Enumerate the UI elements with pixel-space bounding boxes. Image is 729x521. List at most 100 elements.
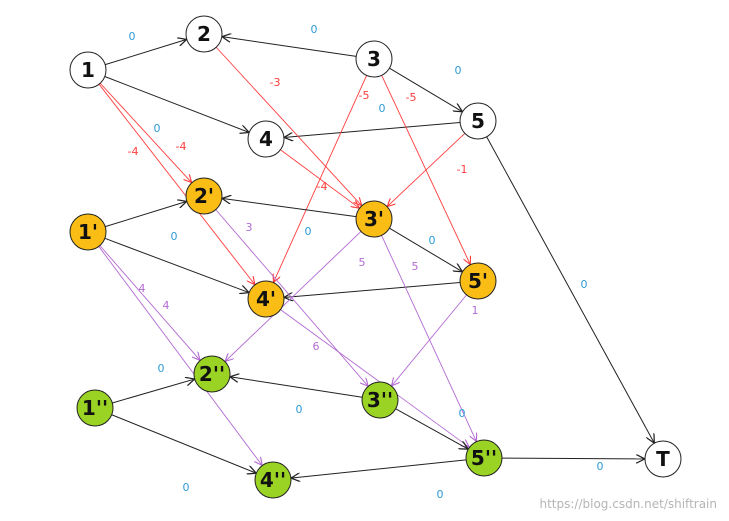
node-circle-g2 bbox=[193, 355, 231, 393]
edge-label-y1-g4: 4 bbox=[163, 299, 170, 312]
edge-w1-w2 bbox=[105, 40, 186, 66]
edge-y1-y4 bbox=[104, 237, 248, 292]
node-label-g1: 1'' bbox=[82, 396, 108, 420]
edge-label-w1-y2: -4 bbox=[128, 145, 139, 158]
edge-g5-t bbox=[501, 458, 644, 459]
node-circle-g3 bbox=[361, 381, 399, 419]
edge-label-y1-y4: 0 bbox=[171, 230, 178, 243]
node-label-y3: 3' bbox=[364, 207, 384, 231]
edge-y1-g4 bbox=[98, 246, 262, 464]
node-label-w4: 4 bbox=[259, 127, 273, 151]
edge-label-w2-y3: -3 bbox=[270, 76, 281, 89]
node-label-w2: 2 bbox=[197, 22, 211, 46]
node-g2: 2'' bbox=[193, 355, 231, 393]
edge-y5-y4 bbox=[285, 282, 461, 298]
node-circle-w3 bbox=[355, 40, 393, 78]
node-y1: 1' bbox=[69, 213, 107, 251]
edge-label-y3-y2: 0 bbox=[305, 225, 312, 238]
edge-y1-g2 bbox=[99, 245, 200, 360]
edge-label-w3-w5: 0 bbox=[455, 64, 462, 77]
node-y4: 4' bbox=[247, 280, 285, 318]
edge-w2-y3 bbox=[215, 46, 361, 205]
edge-y3-g5 bbox=[381, 235, 477, 440]
node-w3: 3 bbox=[355, 40, 393, 78]
node-circle-g4 bbox=[254, 461, 292, 499]
node-label-y1: 1' bbox=[78, 220, 98, 244]
edge-label-y4-g5: 6 bbox=[313, 340, 320, 353]
edge-w1-w4 bbox=[104, 76, 249, 133]
edges-layer bbox=[98, 37, 654, 478]
node-circle-t bbox=[644, 440, 682, 478]
edge-w3-w5 bbox=[389, 67, 461, 111]
edge-label-w1-w4: 0 bbox=[154, 122, 161, 135]
edge-label-y2-g3: 3 bbox=[246, 221, 253, 234]
node-label-w3: 3 bbox=[367, 47, 381, 71]
node-label-g2: 2'' bbox=[199, 362, 225, 386]
node-circle-g1 bbox=[76, 389, 114, 427]
edge-y5-g3 bbox=[392, 294, 467, 385]
edge-w3-y5 bbox=[381, 75, 470, 263]
nodes-layer: 1 2 3 4 5 1' 2' 3' 4' 5' 1'' 2'' 3'' 4'' 5'' T bbox=[69, 15, 682, 499]
edge-w1-y2 bbox=[99, 82, 191, 182]
node-circle-w4 bbox=[247, 120, 285, 158]
edge-label-w1-w2: 0 bbox=[129, 30, 136, 43]
edge-g1-g4 bbox=[111, 414, 256, 473]
node-label-w5: 5 bbox=[471, 109, 485, 133]
node-label-g4: 4'' bbox=[260, 468, 286, 492]
edge-label-g1-g2: 0 bbox=[158, 362, 165, 375]
node-circle-y4 bbox=[247, 280, 285, 318]
node-circle-y1 bbox=[69, 213, 107, 251]
node-t: T bbox=[644, 440, 682, 478]
edge-y1-y2 bbox=[105, 202, 186, 228]
edge-w1-y4 bbox=[98, 83, 254, 284]
node-w4: 4 bbox=[247, 120, 285, 158]
edge-g3-g5 bbox=[395, 408, 468, 449]
edge-g3-g2 bbox=[231, 377, 363, 398]
node-w1: 1 bbox=[69, 51, 107, 89]
node-circle-y3 bbox=[355, 200, 393, 238]
node-circle-y5 bbox=[459, 262, 497, 300]
edge-label-w4-y3: -4 bbox=[317, 180, 328, 193]
node-y3: 3' bbox=[355, 200, 393, 238]
node-circle-w1 bbox=[69, 51, 107, 89]
node-label-y2: 2' bbox=[194, 184, 214, 208]
edge-y3-y5 bbox=[389, 227, 461, 271]
watermark-text: https://blog.csdn.net/shiftrain bbox=[539, 497, 718, 511]
edge-label-y3-g5: 5 bbox=[412, 260, 419, 273]
edge-w3-y4 bbox=[274, 75, 368, 281]
edge-w5-y3 bbox=[388, 133, 466, 206]
node-g4: 4'' bbox=[254, 461, 292, 499]
node-circle-g5 bbox=[465, 439, 503, 477]
edge-label-y3-g2: 5 bbox=[359, 256, 366, 269]
node-label-g5: 5'' bbox=[471, 446, 497, 470]
edge-w5-t bbox=[486, 136, 654, 443]
edge-w3-w2 bbox=[223, 37, 357, 57]
node-label-y5: 5' bbox=[468, 269, 488, 293]
node-w5: 5 bbox=[459, 102, 497, 140]
edge-y4-g5 bbox=[280, 309, 469, 447]
node-label-g3: 3'' bbox=[367, 388, 393, 412]
edge-label-w1-y4: -4 bbox=[176, 140, 187, 153]
edge-label-w5-y3: -1 bbox=[457, 163, 468, 176]
node-g3: 3'' bbox=[361, 381, 399, 419]
edge-label-w3-y5: -5 bbox=[406, 91, 417, 104]
edge-g5-g4 bbox=[292, 459, 467, 478]
node-circle-y2 bbox=[185, 177, 223, 215]
edge-label-w5-w4: 0 bbox=[379, 102, 386, 115]
edge-label-y3-y5: 0 bbox=[429, 234, 436, 247]
edge-g1-g2 bbox=[112, 379, 193, 404]
edge-label-y1-g2: 4 bbox=[139, 282, 146, 295]
node-label-w1: 1 bbox=[81, 58, 95, 82]
edge-label-y5-g3: 1 bbox=[472, 304, 479, 317]
node-label-y4: 4' bbox=[256, 287, 276, 311]
edge-label-w3-y4: -5 bbox=[359, 89, 370, 102]
node-y2: 2' bbox=[185, 177, 223, 215]
node-g5: 5'' bbox=[465, 439, 503, 477]
node-label-t: T bbox=[656, 447, 670, 471]
edge-label-g5-t: 0 bbox=[597, 460, 604, 473]
node-circle-w2 bbox=[185, 15, 223, 53]
edge-label-g1-g4: 0 bbox=[183, 481, 190, 494]
node-y5: 5' bbox=[459, 262, 497, 300]
edge-w4-y3 bbox=[280, 149, 358, 208]
